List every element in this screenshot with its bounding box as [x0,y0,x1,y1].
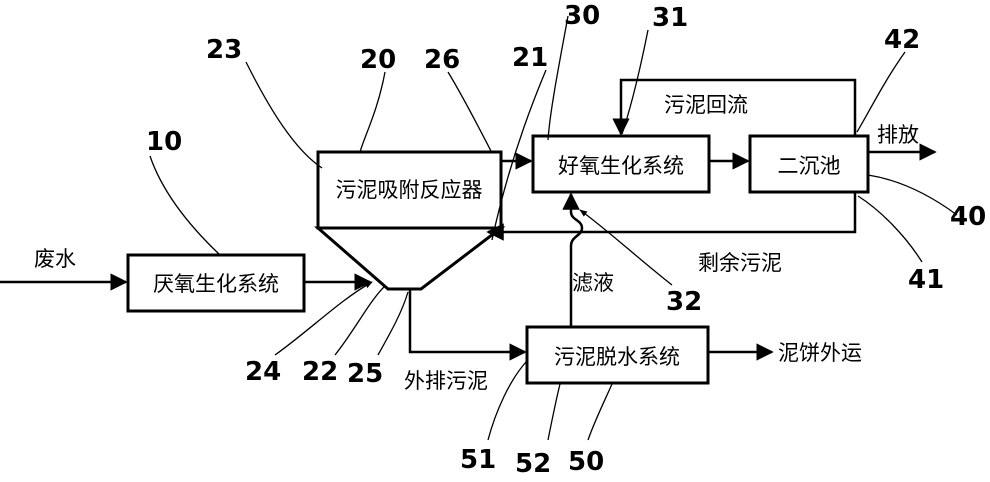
ref-21: 21 [512,43,548,73]
reactor-label: 污泥吸附反应器 [336,178,483,202]
ref-32: 32 [666,287,702,317]
ref-23: 23 [206,35,242,65]
secondary-clarifier-block: 二沉池 [748,134,870,194]
ref-25: 25 [347,359,383,389]
cake-out-label: 泥饼外运 [778,341,862,365]
ref-24: 24 [245,357,281,387]
dewatering-label: 污泥脱水系统 [554,345,680,369]
anaerobic-system-label: 厌氧生化系统 [153,272,279,296]
ref-40: 40 [950,202,986,232]
excess-sludge-label: 剩余污泥 [698,251,782,275]
ref-20: 20 [360,45,396,75]
ref-10: 10 [146,127,182,157]
discharge-label: 排放 [877,123,919,147]
sludge-return-line [612,78,857,136]
ref-31: 31 [652,3,688,33]
ref-22: 22 [302,357,338,387]
return-sludge-label: 污泥回流 [664,93,748,117]
ref-26: 26 [424,45,460,75]
clarifier-label: 二沉池 [778,154,841,178]
reference-leaders [149,15,958,441]
external-sludge-line [408,289,527,361]
ref-30: 30 [564,1,600,31]
ref-52: 52 [515,449,551,479]
sludge-adsorption-reactor-block: 污泥吸附反应器 [313,150,506,291]
aerobic-system-label: 好氧生化系统 [558,154,684,178]
external-sludge-label: 外排污泥 [404,369,488,393]
ref-41: 41 [908,265,944,295]
excess-sludge-line [486,192,857,241]
anaerobic-system-block: 厌氧生化系统 [126,253,306,313]
aerobic-system-block: 好氧生化系统 [531,134,711,194]
filtrate-label: 滤液 [572,271,614,295]
ref-51: 51 [460,445,496,475]
ref-50: 50 [568,447,604,477]
sludge-dewatering-block: 污泥脱水系统 [525,325,710,385]
ref-42: 42 [884,25,920,55]
filtrate-line [562,192,584,327]
wastewater-label: 废水 [34,247,76,271]
